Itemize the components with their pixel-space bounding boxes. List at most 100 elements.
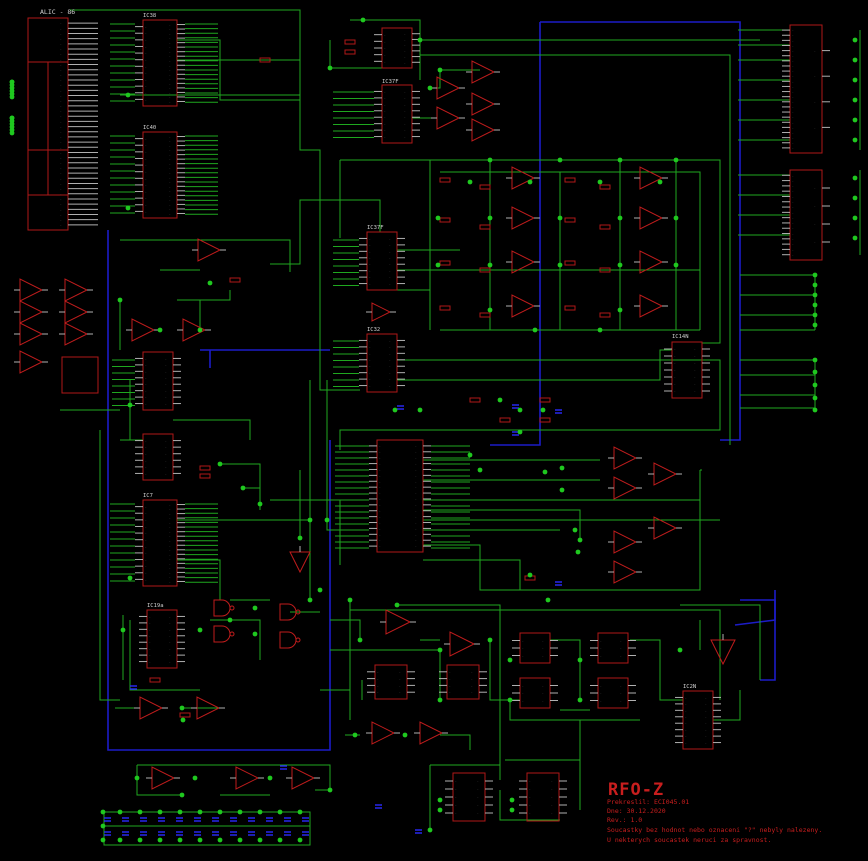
pin-marker: .: [415, 509, 417, 513]
pin-marker: .: [389, 345, 391, 349]
buffer-gate: [197, 238, 222, 262]
pin-marker: .: [145, 571, 147, 575]
ic-label-ic37f-top: IC37F: [382, 79, 399, 85]
pin-marker: .: [145, 51, 147, 55]
pin-marker: .: [169, 525, 171, 529]
pin-marker: .: [384, 46, 386, 50]
gate-bubble: [295, 609, 301, 615]
pin-marker: .: [814, 186, 816, 190]
junction-node: [127, 402, 133, 408]
ic37f-top: [381, 84, 413, 144]
junction-node: [127, 575, 133, 581]
junction-node: [467, 179, 473, 185]
pin-marker: .: [814, 74, 816, 78]
pin-marker: .: [60, 83, 62, 87]
pin-marker: .: [522, 639, 524, 643]
pin-marker: .: [369, 338, 371, 342]
pin-marker: .: [792, 125, 794, 129]
resistor: [259, 57, 271, 63]
pin-marker: .: [529, 811, 531, 815]
junction-node: [9, 130, 15, 136]
pin-marker: .: [685, 721, 687, 725]
pin-marker: .: [792, 210, 794, 214]
pin-marker: .: [600, 699, 602, 703]
junction-node: [137, 837, 143, 843]
pin-marker: .: [792, 141, 794, 145]
junction-node: [577, 697, 583, 703]
pin-marker: .: [471, 683, 473, 687]
junction-node: [497, 397, 503, 403]
pin-marker: .: [792, 221, 794, 225]
resistor: [344, 39, 356, 45]
pin-marker: .: [542, 646, 544, 650]
pin-marker: .: [551, 803, 553, 807]
title-block-line: Dne: 30.12.2020: [607, 807, 666, 815]
pin-marker: .: [169, 36, 171, 40]
pin-marker: .: [145, 395, 147, 399]
pin-marker: .: [60, 78, 62, 82]
junction-node: [673, 262, 679, 268]
pin-marker: .: [60, 125, 62, 129]
pin-marker: .: [685, 715, 687, 719]
junction-node: [673, 157, 679, 163]
wire: [177, 39, 300, 101]
pin-marker: .: [792, 232, 794, 236]
pin-marker: .: [169, 86, 171, 90]
pin-marker: .: [169, 507, 171, 511]
title-block-line: U nekterych soucastek neruci za spravnos…: [607, 836, 771, 844]
pin-marker: .: [60, 156, 62, 160]
junction-node: [617, 215, 623, 221]
pin-marker: .: [389, 236, 391, 240]
pin-marker: .: [169, 77, 171, 81]
pin-marker: .: [145, 558, 147, 562]
pin-marker: .: [169, 552, 171, 556]
junction-node: [597, 179, 603, 185]
pin-marker: .: [60, 52, 62, 56]
pin-marker: .: [477, 811, 479, 815]
ic-label-ic37f-mid: IC37F: [367, 225, 384, 231]
ic-label-ic19a: IC19a: [147, 603, 164, 609]
pin-marker: .: [145, 511, 147, 515]
pin-marker: .: [169, 627, 171, 631]
pin-marker: .: [404, 122, 406, 126]
pin-marker: .: [60, 207, 62, 211]
wire: [423, 509, 581, 540]
pin-marker: .: [792, 131, 794, 135]
and-gate: [213, 625, 231, 643]
pin-marker: .: [529, 795, 531, 799]
pin-marker: .: [169, 653, 171, 657]
pin-marker: .: [145, 369, 147, 373]
pin-marker: .: [145, 64, 147, 68]
ic-label-ic40: IC40: [143, 125, 156, 131]
junction-node: [157, 327, 163, 333]
pin-marker: .: [369, 371, 371, 375]
pin-marker: .: [169, 614, 171, 618]
pin-marker: .: [814, 222, 816, 226]
pin-marker: .: [60, 109, 62, 113]
pin-marker: .: [169, 171, 171, 175]
junction-node: [542, 469, 548, 475]
pin-marker: .: [169, 539, 171, 543]
pin-marker: .: [169, 184, 171, 188]
pin-marker: .: [60, 42, 62, 46]
buffer-gate: [371, 721, 396, 745]
pin-marker: .: [60, 176, 62, 180]
pin-marker: .: [60, 181, 62, 185]
junction-node: [125, 205, 131, 211]
junction-node: [427, 827, 433, 833]
pin-marker: .: [145, 544, 147, 548]
pin-marker: .: [60, 68, 62, 72]
junction-node: [179, 705, 185, 711]
pin-marker: .: [415, 544, 417, 548]
pin-marker: .: [377, 683, 379, 687]
gate-bubble: [229, 631, 235, 637]
buffer-gate: [151, 766, 176, 790]
wire: [420, 54, 731, 445]
junction-node: [437, 647, 443, 653]
connector-right-top: [789, 24, 823, 154]
ic-large: [376, 439, 424, 553]
ic-label-ic32: IC32: [367, 327, 380, 333]
junction-node: [507, 657, 513, 663]
buffer-gate: [436, 106, 461, 130]
pin-marker: .: [377, 690, 379, 694]
